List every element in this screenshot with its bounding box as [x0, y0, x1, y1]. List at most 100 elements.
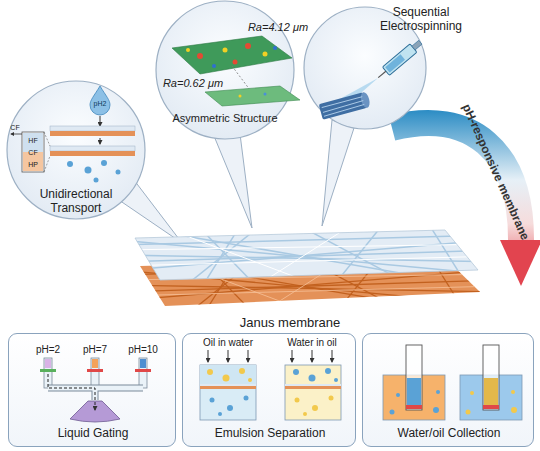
surface-topography-part — [239, 95, 242, 98]
separation-setup-part — [329, 396, 334, 401]
collection-setup-part — [407, 378, 421, 409]
separation-setup-part — [228, 350, 229, 362]
janus-membrane-part-part — [130, 240, 490, 270]
collection-setup-part — [436, 390, 440, 394]
collection-setup-part — [483, 405, 499, 409]
node-title: Emulsion Separation — [183, 427, 357, 441]
separation-setup-part — [223, 375, 230, 382]
collection-setup-part — [466, 410, 471, 415]
separation-setup-part — [239, 368, 245, 374]
janus-membrane-part-part — [120, 244, 500, 250]
gating-apparatus-part — [44, 358, 52, 388]
separation-setup-part — [295, 398, 300, 403]
bubble-shape — [156, 1, 294, 139]
transport-illustration — [11, 86, 135, 183]
transport-illustration-part — [101, 160, 107, 166]
callout-bubble: Unidirectional Transport — [6, 80, 146, 220]
node-title: Sequential Electrospinning — [375, 6, 467, 34]
gating-apparatus-part — [91, 358, 99, 388]
gating-apparatus-part — [92, 359, 98, 368]
callout-tails-part — [322, 120, 354, 226]
transport-illustration-part — [22, 132, 44, 172]
electrospinning-setup-part-part — [359, 91, 371, 109]
collection-setup-part — [396, 393, 400, 397]
separation-setup-part — [210, 398, 215, 403]
electrospinning-setup-part — [375, 38, 424, 82]
electrospinning-setup — [319, 38, 424, 120]
collection-setup-part — [383, 375, 445, 420]
transport-illustration-part — [44, 156, 50, 172]
collection-setup-part — [511, 390, 515, 394]
transport-illustration-part — [50, 131, 135, 136]
separation-setup-part — [312, 405, 318, 411]
collection-setup-part — [483, 345, 499, 410]
separation-setup-part — [244, 396, 249, 401]
electrospinning-setup-part-part — [378, 71, 386, 77]
surface-topography-part — [263, 52, 268, 57]
separation-setup-part — [285, 384, 341, 386]
gating-apparatus-part — [139, 358, 147, 388]
node-title: Asymmetric Structure — [163, 112, 287, 125]
separation-setup-part — [200, 365, 256, 385]
collection-setup-part — [406, 345, 422, 410]
gating-apparatus-part — [140, 359, 146, 368]
collection-setup-part — [406, 405, 422, 409]
surface-topography-part — [172, 36, 292, 74]
surface-topography-part — [197, 53, 203, 59]
separation-setup-part — [332, 350, 333, 362]
surface-topography-part — [232, 66, 250, 90]
janus-membrane — [120, 226, 500, 320]
separation-setup-part — [312, 350, 313, 362]
separation-setup-part — [293, 369, 299, 375]
callout-tails-part — [214, 134, 252, 228]
surface-topography-part — [186, 48, 190, 52]
transport-illustration-part — [100, 116, 101, 126]
electrospinning-setup-part-part — [382, 44, 417, 76]
separation-setup-part — [200, 365, 256, 420]
separation-setup — [200, 350, 341, 420]
janus-membrane-part-part — [250, 226, 350, 290]
bubble-shape — [7, 81, 145, 219]
responsive-arrow-part — [392, 123, 521, 242]
transport-illustration-part — [90, 86, 110, 115]
transport-illustration-part — [11, 134, 22, 135]
electrospinning-setup-part — [338, 78, 378, 106]
transport-illustration-part — [23, 133, 43, 152]
electrospinning-setup-part-part — [385, 54, 405, 72]
separation-setup-part — [325, 368, 331, 374]
separation-setup-part — [218, 412, 222, 416]
collection-setup-part — [460, 375, 522, 420]
node-title: Unidirectional Transport — [26, 188, 126, 216]
janus-membrane-part — [120, 226, 500, 290]
surface-topography-part — [212, 64, 216, 68]
janus-membrane-part — [135, 230, 478, 280]
electrospinning-setup-part — [319, 91, 371, 119]
surface-topography — [172, 36, 300, 106]
transport-illustration-part — [94, 178, 99, 183]
separation-setup-part — [309, 375, 316, 382]
transport-illustration-part — [116, 170, 121, 175]
surface-topography-part — [205, 86, 300, 106]
callout-bubble: Asymmetric Structure — [155, 0, 295, 140]
gating-apparatus — [40, 358, 151, 422]
electrospinning-setup-part-part — [412, 40, 422, 50]
application-panel: Emulsion Separation — [182, 333, 356, 447]
node-title: Liquid Gating — [9, 427, 177, 441]
janus-membrane-part — [120, 226, 500, 290]
separation-setup-part — [285, 385, 341, 389]
separation-setup-part — [248, 350, 249, 362]
separation-setup-part — [334, 378, 338, 382]
separation-setup-part — [208, 350, 209, 362]
transport-illustration-part — [100, 138, 101, 144]
janus-membrane-part-part — [120, 286, 500, 296]
transport-illustration-part — [50, 126, 135, 131]
gating-apparatus-part — [70, 401, 120, 422]
surface-topography-part — [223, 48, 228, 53]
electrospinning-setup-part-part — [319, 92, 368, 119]
membrane-label: Janus membrane — [240, 316, 340, 329]
callout-bubble: Sequential Electrospinning — [303, 6, 427, 130]
separation-setup-part — [207, 369, 213, 375]
gating-apparatus-part — [87, 369, 103, 372]
janus-membrane-part-part — [120, 240, 500, 275]
